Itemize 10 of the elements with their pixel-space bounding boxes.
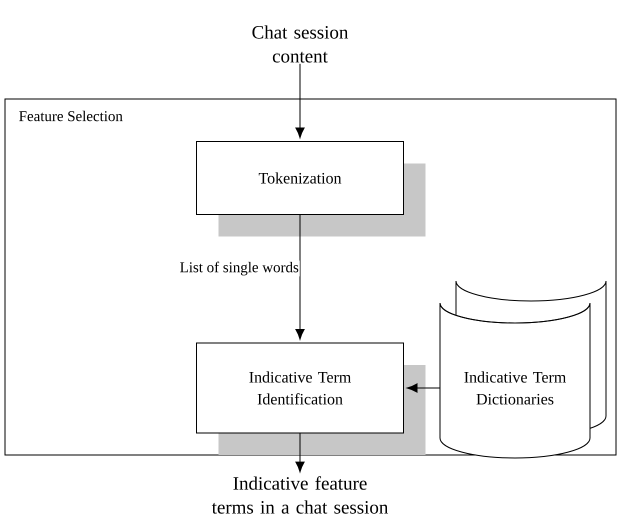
caption-text: Indicative feature terms in a chat session bbox=[212, 476, 388, 514]
caption-text: Chat session content bbox=[252, 25, 348, 63]
arrow bbox=[295, 63, 305, 138]
database-cylinder: Indicative Term Dictionaries bbox=[440, 280, 606, 458]
arrow bbox=[406, 383, 440, 393]
process-box: Tokenization bbox=[196, 141, 404, 215]
process-box: Indicative Term Identification bbox=[196, 342, 404, 434]
arrow bbox=[295, 433, 305, 472]
arrow bbox=[295, 214, 305, 340]
edge-label: List of single words bbox=[178, 260, 300, 276]
